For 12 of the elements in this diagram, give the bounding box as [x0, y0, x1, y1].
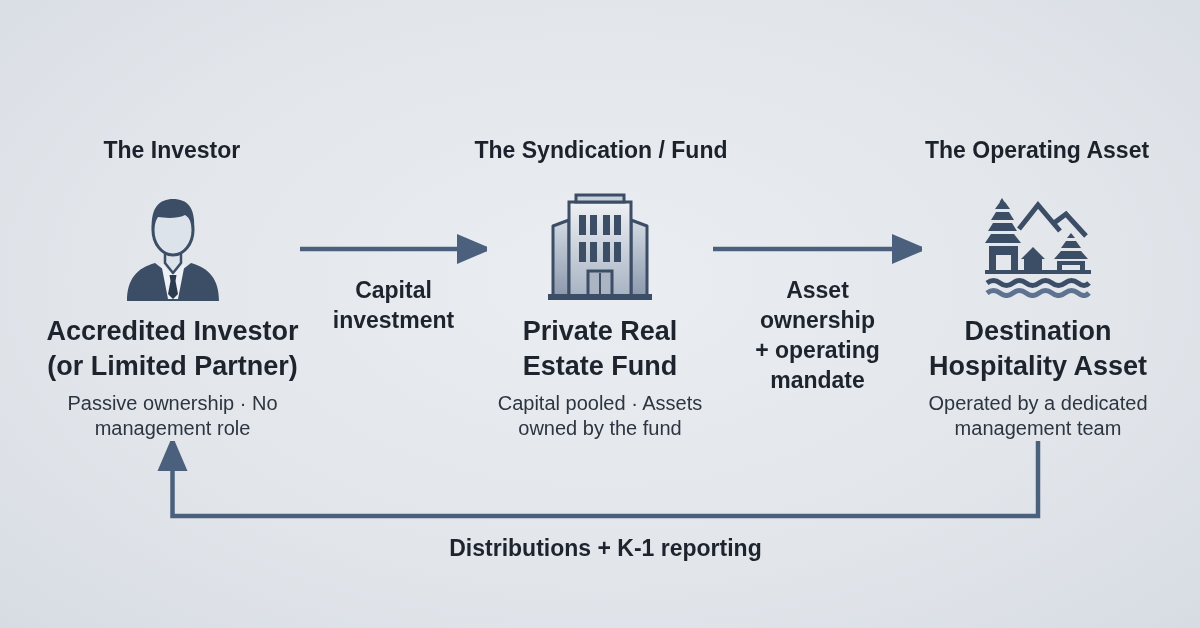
entity-description: Capital pooled · Assets owned by the fund: [496, 391, 704, 441]
edge-label: Asset ownership + operating mandate: [754, 276, 881, 395]
entity-name: Private Real Estate Fund: [521, 315, 679, 383]
edge-label: Capital investment: [331, 276, 456, 335]
column-heading: The Operating Asset: [925, 136, 1150, 165]
entity-name: Destination Hospitality Asset: [927, 315, 1149, 383]
entity-description: Passive ownership · No management role: [66, 391, 279, 441]
column-heading: The Investor: [103, 136, 241, 165]
edge-label: Distributions + K-1 reporting: [449, 534, 762, 563]
entity-description: Operated by a dedicated management team: [927, 391, 1149, 441]
entity-name: Accredited Investor (or Limited Partner): [45, 315, 300, 383]
column-heading: The Syndication / Fund: [474, 136, 728, 165]
